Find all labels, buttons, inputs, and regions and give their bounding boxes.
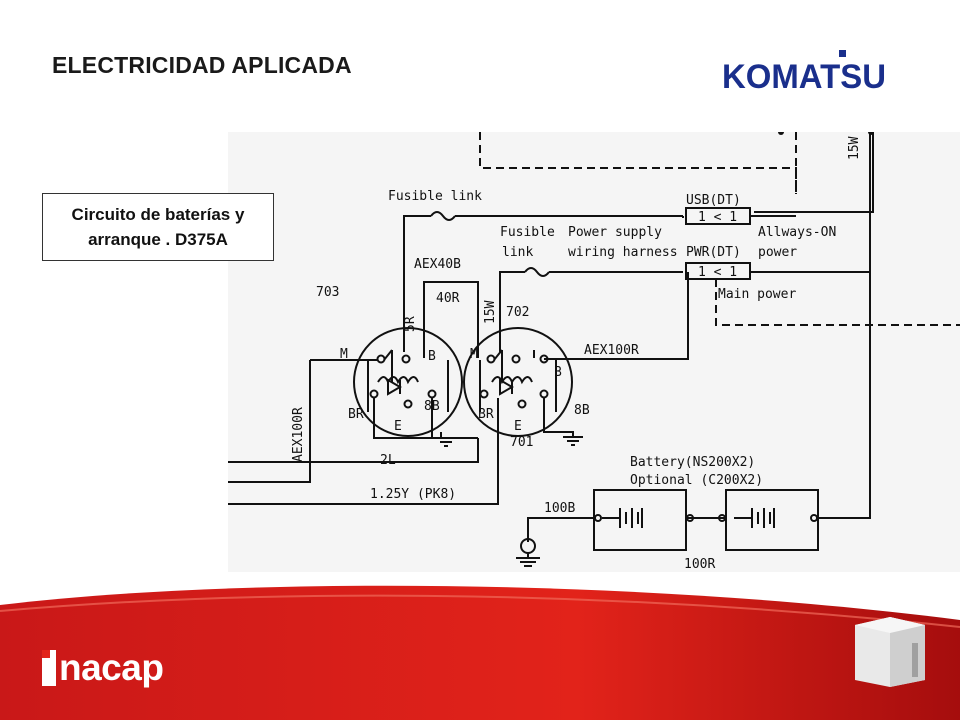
inacap-i-icon bbox=[42, 650, 56, 686]
label-main-power: Main power bbox=[718, 287, 796, 302]
label-wiring-harness: wiring harness bbox=[568, 245, 678, 260]
label-aex40b: AEX40B bbox=[414, 257, 461, 272]
building-icon bbox=[855, 617, 925, 687]
label-15w-top: 15W bbox=[847, 136, 862, 160]
komatsu-logo: KOMATSU bbox=[722, 50, 886, 94]
battery-circuit-diagram: Fusible link Fusible link Power supply w… bbox=[228, 132, 960, 572]
label-702: 702 bbox=[506, 305, 529, 320]
label-br2: BR bbox=[478, 407, 494, 422]
inacap-logo: nacap bbox=[42, 647, 164, 688]
label-power-supply: Power supply bbox=[568, 225, 662, 240]
label-usb-fuse: 1 < 1 bbox=[698, 210, 737, 225]
label-b1: B bbox=[428, 349, 436, 364]
label-br1: BR bbox=[348, 407, 364, 422]
label-5r: 5R bbox=[403, 316, 418, 332]
label-m2: M bbox=[470, 347, 478, 362]
label-power: power bbox=[758, 245, 797, 260]
label-100b: 100B bbox=[544, 501, 575, 516]
label-8b-2: 8B bbox=[574, 403, 590, 418]
label-100r: 100R bbox=[684, 557, 715, 572]
label-701: 701 bbox=[510, 435, 533, 450]
label-link: link bbox=[502, 245, 533, 260]
label-8b-1: 8B bbox=[424, 399, 440, 414]
logo-text: KOMATSU bbox=[722, 58, 886, 94]
label-fusible-link-top: Fusible link bbox=[388, 189, 482, 204]
caption-line-1: Circuito de baterías y bbox=[71, 204, 245, 224]
label-pwr-fuse: 1 < 1 bbox=[698, 265, 737, 280]
label-fusible: Fusible bbox=[500, 225, 555, 240]
label-aex100r-top: AEX100R bbox=[584, 343, 639, 358]
logo-tick bbox=[839, 50, 846, 57]
label-pwr: PWR(DT) bbox=[686, 245, 741, 260]
label-15w: 15W bbox=[483, 300, 498, 324]
slide-title: ELECTRICIDAD APLICADA bbox=[52, 52, 352, 78]
label-b2: B bbox=[554, 365, 562, 380]
label-battery: Battery(NS200X2) bbox=[630, 455, 755, 470]
label-703: 703 bbox=[316, 285, 339, 300]
circuit-caption: Circuito de baterías y arranque . D375A bbox=[42, 193, 274, 261]
label-optional: Optional (C200X2) bbox=[630, 473, 763, 488]
label-always-on: Allways-ON bbox=[758, 225, 836, 240]
label-2l: 2L bbox=[380, 453, 396, 468]
caption-line-2: arranque . D375A bbox=[88, 230, 228, 249]
label-m1: M bbox=[340, 347, 348, 362]
label-40r: 40R bbox=[436, 291, 460, 306]
label-aex100r-side: AEX100R bbox=[291, 407, 306, 462]
footer-banner bbox=[0, 585, 960, 720]
label-e1: E bbox=[394, 419, 402, 434]
label-125y: 1.25Y (PK8) bbox=[370, 487, 456, 502]
inacap-text: nacap bbox=[59, 647, 164, 688]
label-e2: E bbox=[514, 419, 522, 434]
label-usb: USB(DT) bbox=[686, 193, 741, 208]
